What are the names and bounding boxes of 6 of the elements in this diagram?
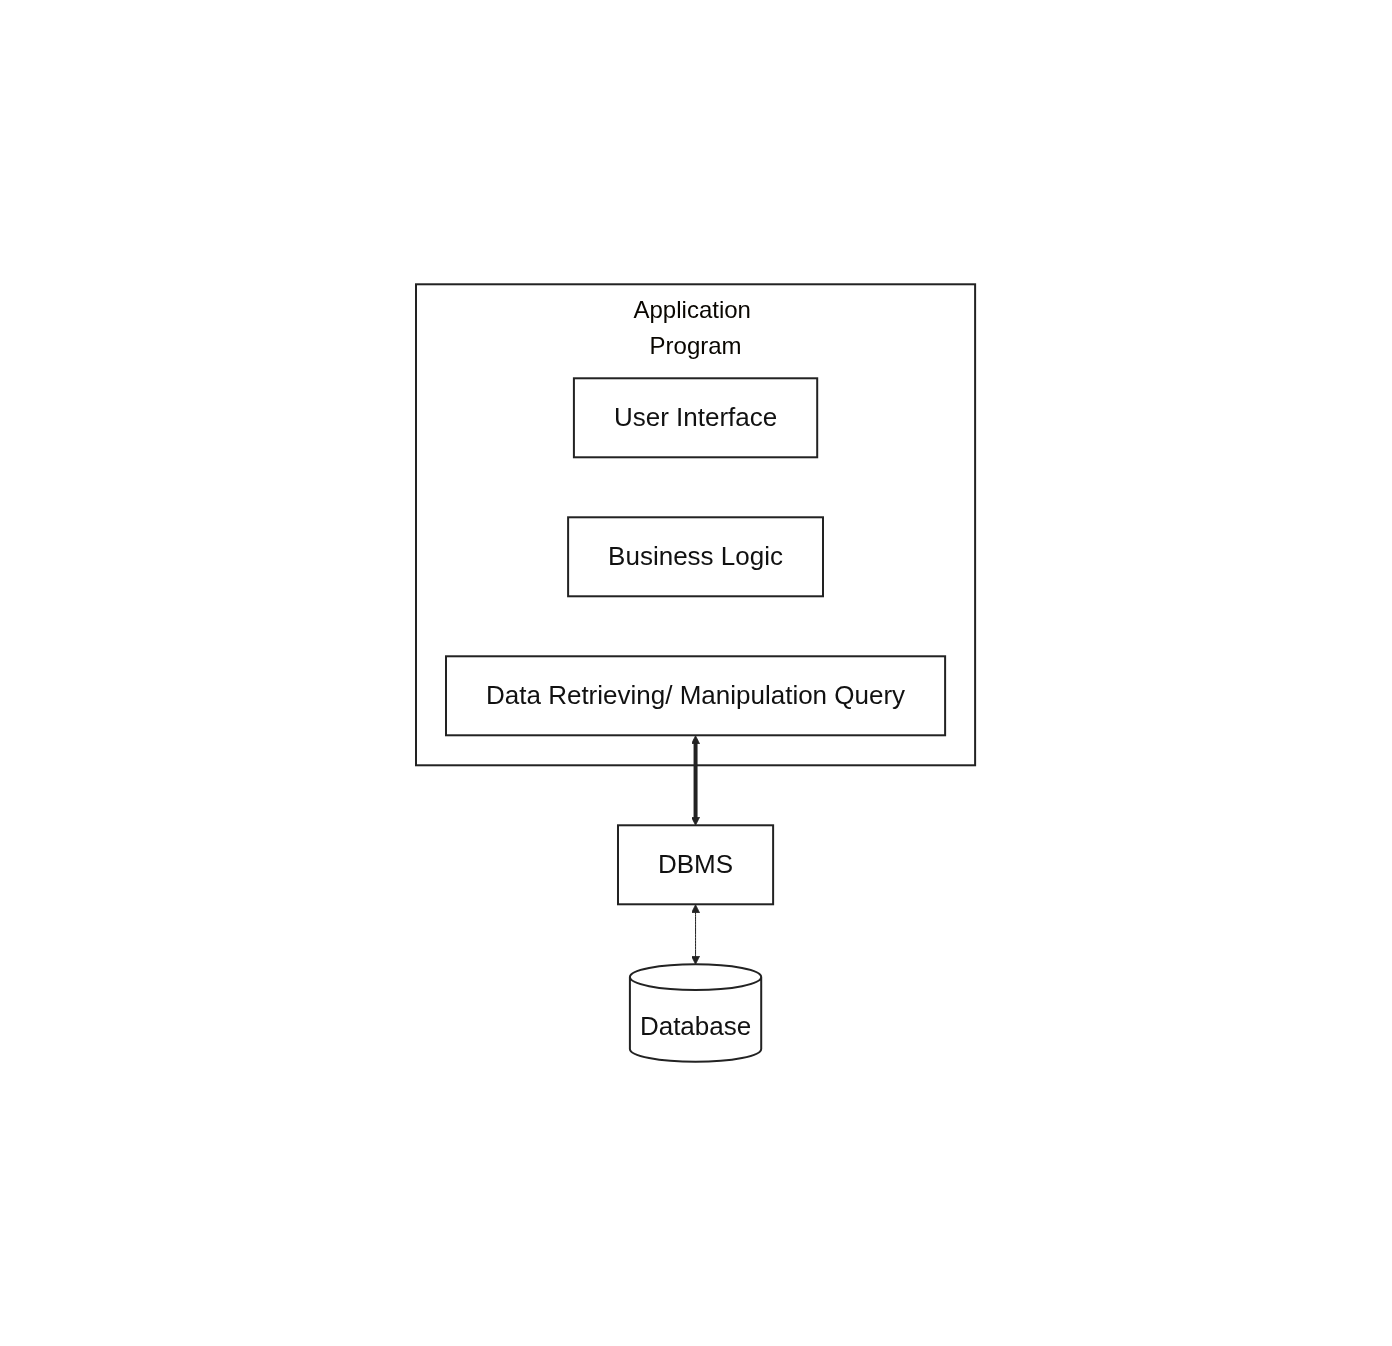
node-box: DBMS [617,824,775,906]
node-box: User Interface [573,377,819,459]
node-box: Data Retrieving/ Manipulation Query [445,655,947,737]
arrow [691,904,701,965]
node-box: Business Logic [567,516,825,598]
arrow [691,735,701,826]
